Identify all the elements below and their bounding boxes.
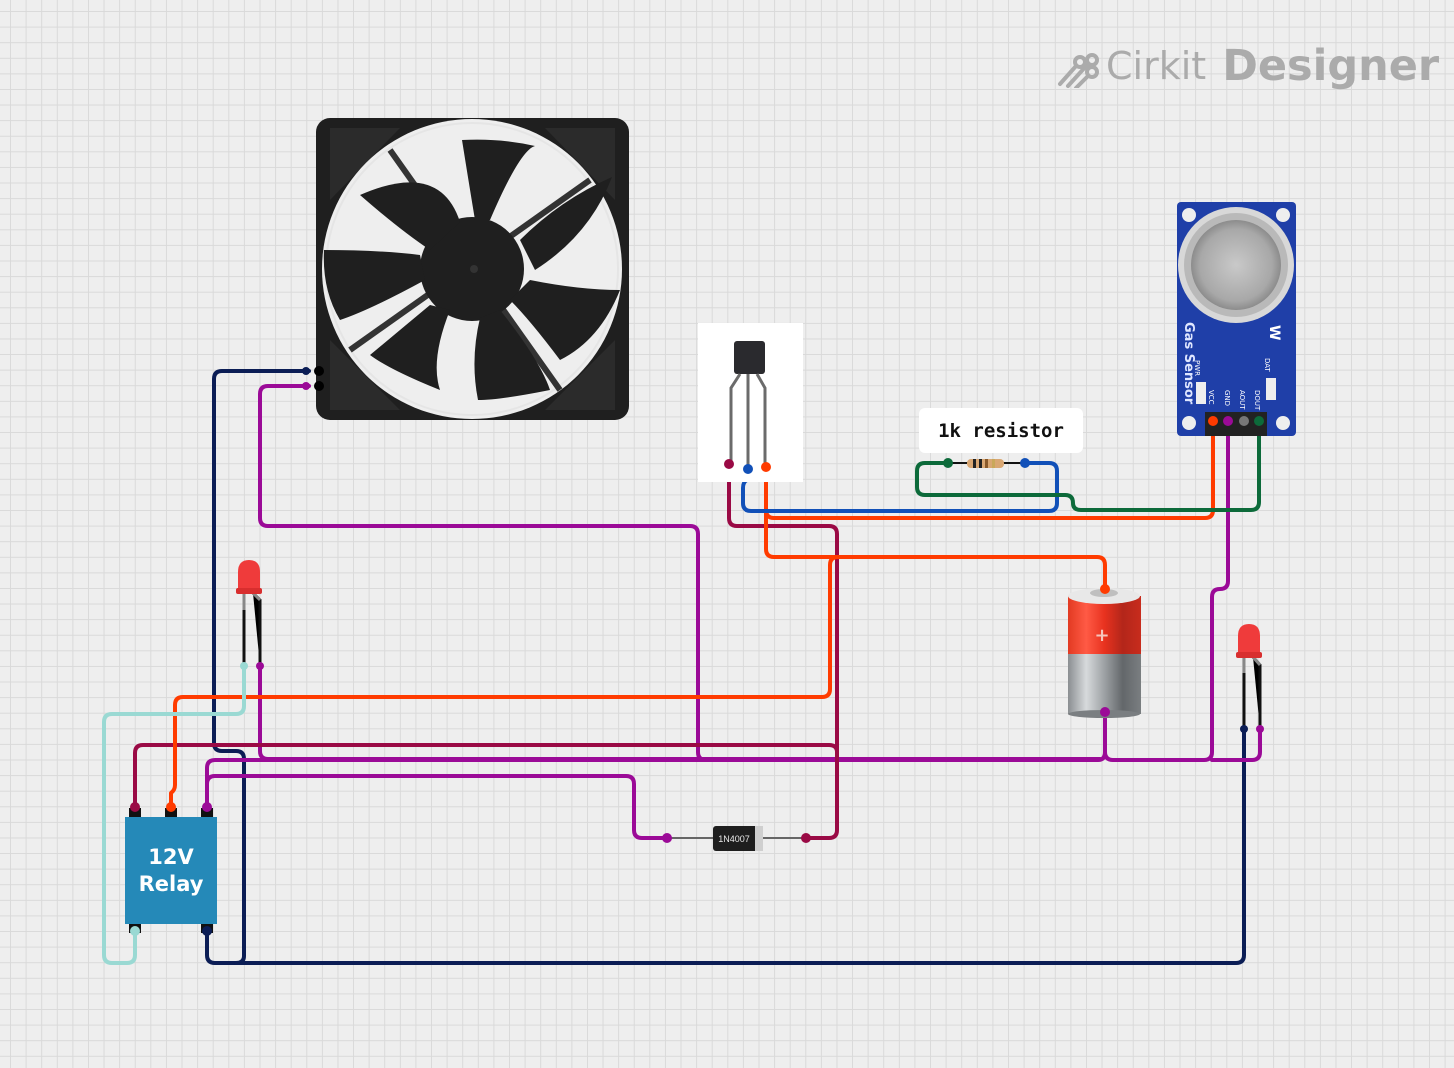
wire-purple-diode <box>205 774 669 840</box>
wire-navy-fan <box>205 369 311 965</box>
battery-pin-negative[interactable] <box>1100 707 1110 717</box>
wire-purple-led-right <box>1210 727 1262 762</box>
fan-pin-1[interactable] <box>314 366 324 376</box>
wire-mint-led <box>102 664 246 965</box>
sensor-pin-dout[interactable] <box>1254 416 1264 426</box>
resistor-pin-1[interactable] <box>943 458 953 468</box>
wire-blue-base <box>741 461 1059 513</box>
wire-orange-sensor-vcc <box>764 420 1215 520</box>
transistor-pin-collector[interactable] <box>724 459 734 469</box>
wire-orange-emitter <box>764 464 1107 592</box>
sensor-led-label-dat: DAT <box>1263 358 1271 373</box>
npn-transistor[interactable] <box>698 323 803 482</box>
sensor-pin-label-dout: DOUT <box>1253 390 1261 411</box>
resistor-1k[interactable] <box>948 459 1025 468</box>
brand-name-bold: Designer <box>1222 41 1440 91</box>
wire-purple-relay-top <box>205 711 1107 810</box>
diode-pin-cathode[interactable] <box>801 833 811 843</box>
led-left[interactable] <box>236 560 262 666</box>
led-right[interactable] <box>1236 624 1262 729</box>
diode-label: 1N4007 <box>718 834 750 844</box>
battery-plus-mark: + <box>1094 625 1109 646</box>
relay-pin-top-left[interactable] <box>130 802 140 812</box>
cooling-fan[interactable] <box>316 118 629 420</box>
wire-purple-fan <box>258 384 708 762</box>
wire-purple-gnd-bus <box>1103 420 1230 762</box>
relay-pin-top-mid[interactable] <box>166 802 176 812</box>
fan-blades <box>323 139 620 400</box>
wire-maroon-relay <box>133 743 839 810</box>
relay-12v[interactable] <box>125 808 217 933</box>
brand-name-light: Cirkit <box>1106 44 1207 88</box>
relay-pin-top-right[interactable] <box>202 802 212 812</box>
wire-green-dout <box>915 420 1261 512</box>
resistor-pin-2[interactable] <box>1020 458 1030 468</box>
resistor-label: 1k resistor <box>919 408 1083 453</box>
led-right-pin-cathode[interactable] <box>1240 725 1248 733</box>
sensor-pin-aout[interactable] <box>1239 416 1249 426</box>
diode-1n4007[interactable] <box>667 826 806 851</box>
sensor-logo-text: W <box>1266 325 1282 340</box>
wire-maroon-collector <box>727 464 839 840</box>
brand-logo: Cirkit Designer <box>1056 38 1439 94</box>
relay-pin-bottom-right[interactable] <box>202 926 212 936</box>
relay-pin-bottom-left[interactable] <box>130 926 140 936</box>
sensor-pin-label-aout: AOUT <box>1238 390 1246 410</box>
fan-pin-2[interactable] <box>314 381 324 391</box>
gas-sensor-module[interactable] <box>1177 202 1296 436</box>
battery-pin-positive[interactable] <box>1100 584 1110 594</box>
sensor-pin-vcc[interactable] <box>1208 416 1218 426</box>
circuit-traces-icon <box>1058 53 1099 88</box>
transistor-pin-emitter[interactable] <box>761 462 771 472</box>
transistor-pin-base[interactable] <box>743 464 753 474</box>
sensor-pin-gnd[interactable] <box>1223 416 1233 426</box>
battery[interactable] <box>1068 588 1141 718</box>
led-left-pin-anode[interactable] <box>240 662 248 670</box>
relay-label-line2: Relay <box>138 871 204 896</box>
led-right-pin-anode[interactable] <box>1256 725 1264 733</box>
relay-label-line1: 12V <box>148 844 194 869</box>
diode-pin-anode[interactable] <box>662 833 672 843</box>
sensor-led-label-pwr: PWR <box>1193 360 1201 376</box>
sensor-pin-label-vcc: VCC <box>1207 390 1215 405</box>
relay-label: 12V Relay <box>125 817 217 924</box>
led-left-pin-cathode[interactable] <box>256 662 264 670</box>
sensor-board-label: Gas Sensor <box>1181 322 1196 405</box>
wire-orange-relay <box>169 555 840 810</box>
sensor-pin-label-gnd: GND <box>1223 390 1231 406</box>
wire-navy-bottom <box>234 727 1246 965</box>
